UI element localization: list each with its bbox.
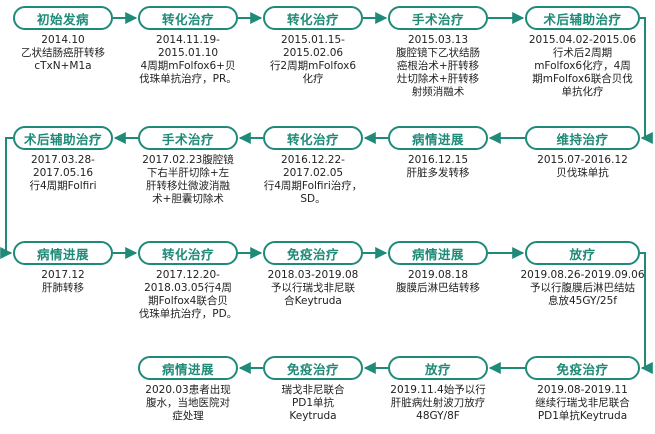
step-label: 病情进展	[138, 356, 238, 380]
step-description: 2019.08.18 腹膜后淋巴结转移	[396, 269, 480, 294]
step-label: 手术治疗	[388, 6, 488, 30]
step-description: 2019.08.26-2019.09.06 予以行腹膜后淋巴结姑 息放45GY/…	[520, 269, 645, 307]
step-label: 维持治疗	[525, 126, 640, 150]
step-label: 免疫治疗	[525, 356, 640, 380]
step-description: 瑞戈非尼联合 PD1单抗 Keytruda	[281, 384, 345, 422]
step-description: 2017.02.23腹腔镜 下右半肝切除+左 肝转移灶微波消融 术+胆囊切除术	[142, 154, 234, 205]
step-label: 病情进展	[388, 241, 488, 265]
row-connector-arrow	[640, 252, 653, 374]
step-label: 放疗	[525, 241, 640, 265]
row-connector-arrow	[640, 17, 653, 144]
step-description: 2015.07-2016.12 贝伐珠单抗	[537, 154, 628, 179]
step-label: 病情进展	[388, 126, 488, 150]
step-description: 2017.12 肝肺转移	[41, 269, 85, 294]
step-description: 2015.04.02-2015.06 行术后2周期 mFolfox6化疗，4周 …	[528, 34, 637, 98]
step-label: 初始发病	[13, 6, 113, 30]
step-description: 2020.03患者出现 腹水，当地医院对 症处理	[145, 384, 231, 422]
step-description: 2018.03-2019.08 予以行瑞戈非尼联 合Keytruda	[267, 269, 359, 307]
step-description: 2019.11.4始予以行 肝脏病灶射波刀放疗 48GY/8F	[390, 384, 486, 422]
step-label: 转化治疗	[263, 126, 363, 150]
step-label: 术后辅助治疗	[525, 6, 640, 30]
step-description: 2016.12.15 肝脏多发转移	[406, 154, 470, 179]
step-label: 免疫治疗	[263, 356, 363, 380]
step-description: 2015.01.15- 2015.02.06 行2周期mFolfox6 化疗	[269, 34, 357, 85]
step-label: 转化治疗	[138, 241, 238, 265]
step-label: 转化治疗	[138, 6, 238, 30]
step-label: 放疗	[388, 356, 488, 380]
step-description: 2014.11.19- 2015.01.10 4周期mFolfox6+贝 伐珠单…	[139, 34, 237, 85]
step-label: 免疫治疗	[263, 241, 363, 265]
step-label: 手术治疗	[138, 126, 238, 150]
step-label: 术后辅助治疗	[13, 126, 113, 150]
step-description: 2017.03.28- 2017.05.16 行4周期Folfiri	[29, 154, 97, 192]
step-description: 2017.12.20- 2018.03.05行4周 期Folfox4联合贝 伐珠…	[138, 269, 238, 320]
step-description: 2019.08-2019.11 继续行瑞戈非尼联合 PD1单抗Keytruda	[535, 384, 630, 422]
step-description: 2014.10 乙状结肠癌肝转移 cTxN+M1a	[21, 34, 105, 72]
step-label: 病情进展	[13, 241, 113, 265]
step-description: 2015.03.13 腹腔镜下乙状结肠 癌根治术+肝转移 灶切除术+肝转移 射频…	[396, 34, 480, 98]
row-connector-arrow	[0, 137, 13, 259]
step-description: 2016.12.22- 2017.02.05 行4周期Folfiri治疗， SD…	[263, 154, 363, 205]
step-label: 转化治疗	[263, 6, 363, 30]
